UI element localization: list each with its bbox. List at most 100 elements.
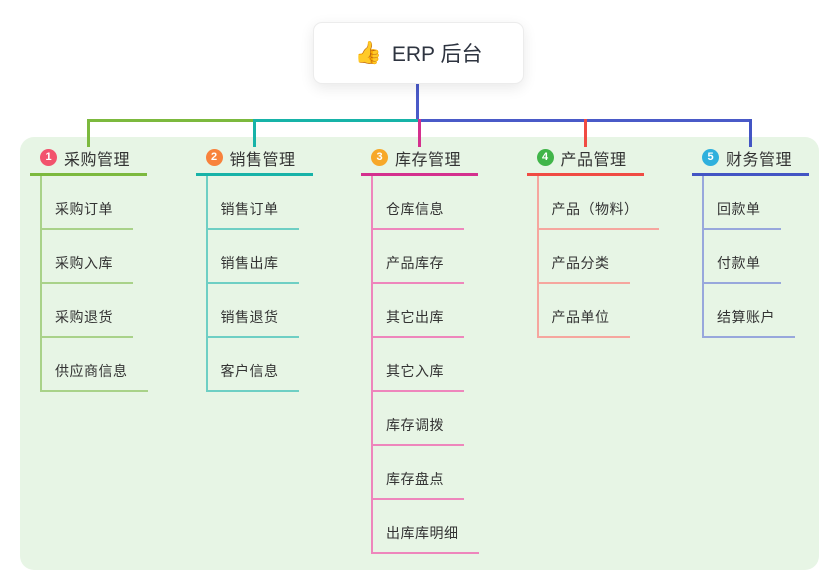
sub-item-row: 付款单 — [702, 230, 809, 284]
sub-item[interactable]: 采购订单 — [40, 199, 133, 230]
sub-item-label: 其它入库 — [386, 363, 444, 379]
sub-item-label: 采购退货 — [55, 309, 113, 325]
sub-item-row: 库存盘点 — [371, 446, 478, 500]
sub-item-row: 结算账户 — [702, 284, 809, 338]
branch-header[interactable]: 3 库存管理 — [361, 143, 478, 176]
branch-header[interactable]: 2 销售管理 — [195, 143, 313, 176]
branch-connector-spine — [205, 176, 208, 392]
sub-item-row: 回款单 — [702, 176, 809, 230]
branch-drop-line — [252, 119, 256, 147]
bus-segment-mid — [252, 119, 418, 122]
sub-item-label: 产品分类 — [551, 255, 610, 271]
sub-item[interactable]: 产品单位 — [536, 307, 630, 338]
branch-label: 库存管理 — [395, 152, 462, 169]
sub-item-row: 出库库明细 — [371, 500, 479, 554]
sub-item-row: 产品（物料） — [536, 176, 659, 230]
sub-item-label: 付款单 — [717, 255, 761, 271]
sub-item-label: 产品（物料） — [551, 201, 639, 217]
sub-item[interactable]: 采购退货 — [40, 307, 133, 338]
branch-drop-line — [87, 119, 90, 147]
sub-item-label: 回款单 — [717, 201, 761, 217]
sub-item[interactable]: 其它出库 — [371, 307, 464, 338]
sub-item-row: 客户信息 — [205, 338, 313, 392]
branch: 2 销售管理 销售订单 销售出库 销售退货 客户信息 — [195, 143, 313, 392]
sub-item-row: 产品分类 — [536, 230, 644, 284]
sub-item-row: 采购入库 — [40, 230, 147, 284]
sub-item-label: 采购入库 — [55, 255, 113, 271]
branch-number-badge: 5 — [702, 148, 719, 166]
sub-item-label: 库存盘点 — [386, 471, 444, 487]
sub-item-row: 库存调拨 — [371, 392, 478, 446]
sub-item-label: 销售出库 — [220, 255, 279, 271]
sub-item-label: 销售退货 — [220, 309, 279, 325]
sub-item-label: 仓库信息 — [386, 201, 444, 217]
sub-item-row: 产品库存 — [371, 230, 478, 284]
sub-item-row: 销售订单 — [205, 176, 313, 230]
sub-item[interactable]: 库存盘点 — [371, 469, 464, 500]
sub-item[interactable]: 回款单 — [702, 199, 781, 230]
sub-item[interactable]: 产品（物料） — [536, 199, 659, 230]
sub-item-label: 结算账户 — [717, 309, 775, 325]
branch-drop-line — [418, 119, 421, 147]
branch-number-badge: 3 — [371, 148, 388, 166]
branch-header[interactable]: 1 采购管理 — [30, 143, 147, 176]
sub-item[interactable]: 采购入库 — [40, 253, 133, 284]
sub-item-row: 采购退货 — [40, 284, 147, 338]
branch-label: 销售管理 — [229, 152, 296, 169]
sub-item-row: 销售退货 — [205, 284, 313, 338]
sub-item-label: 产品库存 — [386, 255, 444, 271]
sub-item[interactable]: 产品库存 — [371, 253, 464, 284]
branch: 5 财务管理 回款单 付款单 结算账户 — [692, 143, 809, 338]
branch-children: 销售订单 销售出库 销售退货 客户信息 — [205, 176, 313, 392]
branch-label: 产品管理 — [560, 152, 627, 169]
bus-segment-left — [87, 119, 256, 122]
sub-item[interactable]: 客户信息 — [205, 361, 299, 392]
sub-item[interactable]: 销售出库 — [205, 253, 299, 284]
root-node[interactable]: 👍 ERP 后台 — [313, 22, 524, 84]
branch-children: 采购订单 采购入库 采购退货 供应商信息 — [40, 176, 148, 392]
sub-item[interactable]: 出库库明细 — [371, 523, 479, 554]
branch: 3 库存管理 仓库信息 产品库存 其它出库 其它入库 库存调拨 库存盘点 出库库… — [361, 143, 479, 554]
sub-item-label: 出库库明细 — [386, 525, 459, 541]
branch-children: 产品（物料） 产品分类 产品单位 — [536, 176, 659, 338]
sub-item[interactable]: 仓库信息 — [371, 199, 464, 230]
branch-connector-spine — [371, 176, 373, 554]
sub-item-label: 其它出库 — [386, 309, 444, 325]
branch-children: 仓库信息 产品库存 其它出库 其它入库 库存调拨 库存盘点 出库库明细 — [371, 176, 479, 554]
sub-item-row: 其它出库 — [371, 284, 478, 338]
sub-item[interactable]: 销售订单 — [205, 199, 299, 230]
branch-connector-spine — [536, 176, 539, 338]
branch-drop-line — [749, 119, 752, 147]
sub-item[interactable]: 销售退货 — [205, 307, 299, 338]
sub-item-row: 仓库信息 — [371, 176, 478, 230]
branch-drop-line — [583, 119, 587, 147]
sub-item[interactable]: 供应商信息 — [40, 361, 148, 392]
branch: 1 采购管理 采购订单 采购入库 采购退货 供应商信息 — [30, 143, 148, 392]
root-drop-line — [416, 82, 419, 122]
branch: 4 产品管理 产品（物料） 产品分类 产品单位 — [526, 143, 659, 338]
sub-item-label: 销售订单 — [220, 201, 279, 217]
thumbs-up-icon: 👍 — [354, 40, 382, 65]
branch-connector-spine — [40, 176, 42, 392]
sub-item-row: 产品单位 — [536, 284, 644, 338]
root-label: ERP 后台 — [391, 43, 483, 66]
sub-item-label: 库存调拨 — [386, 417, 444, 433]
branch-header[interactable]: 5 财务管理 — [692, 143, 809, 176]
sub-item[interactable]: 库存调拨 — [371, 415, 464, 446]
branch-label: 财务管理 — [726, 152, 793, 169]
sub-item[interactable]: 结算账户 — [702, 307, 795, 338]
sub-item[interactable]: 产品分类 — [536, 253, 630, 284]
branches-panel — [20, 137, 819, 570]
branch-number-badge: 1 — [40, 148, 57, 166]
sub-item[interactable]: 其它入库 — [371, 361, 464, 392]
sub-item-row: 销售出库 — [205, 230, 313, 284]
sub-item[interactable]: 付款单 — [702, 253, 781, 284]
branch-header[interactable]: 4 产品管理 — [526, 143, 644, 176]
sub-item-row: 采购订单 — [40, 176, 147, 230]
branch-number-badge: 2 — [205, 148, 223, 166]
sub-item-row: 供应商信息 — [40, 338, 148, 392]
branch-connector-spine — [702, 176, 704, 338]
sub-item-label: 产品单位 — [551, 309, 610, 325]
branch-number-badge: 4 — [536, 148, 554, 166]
